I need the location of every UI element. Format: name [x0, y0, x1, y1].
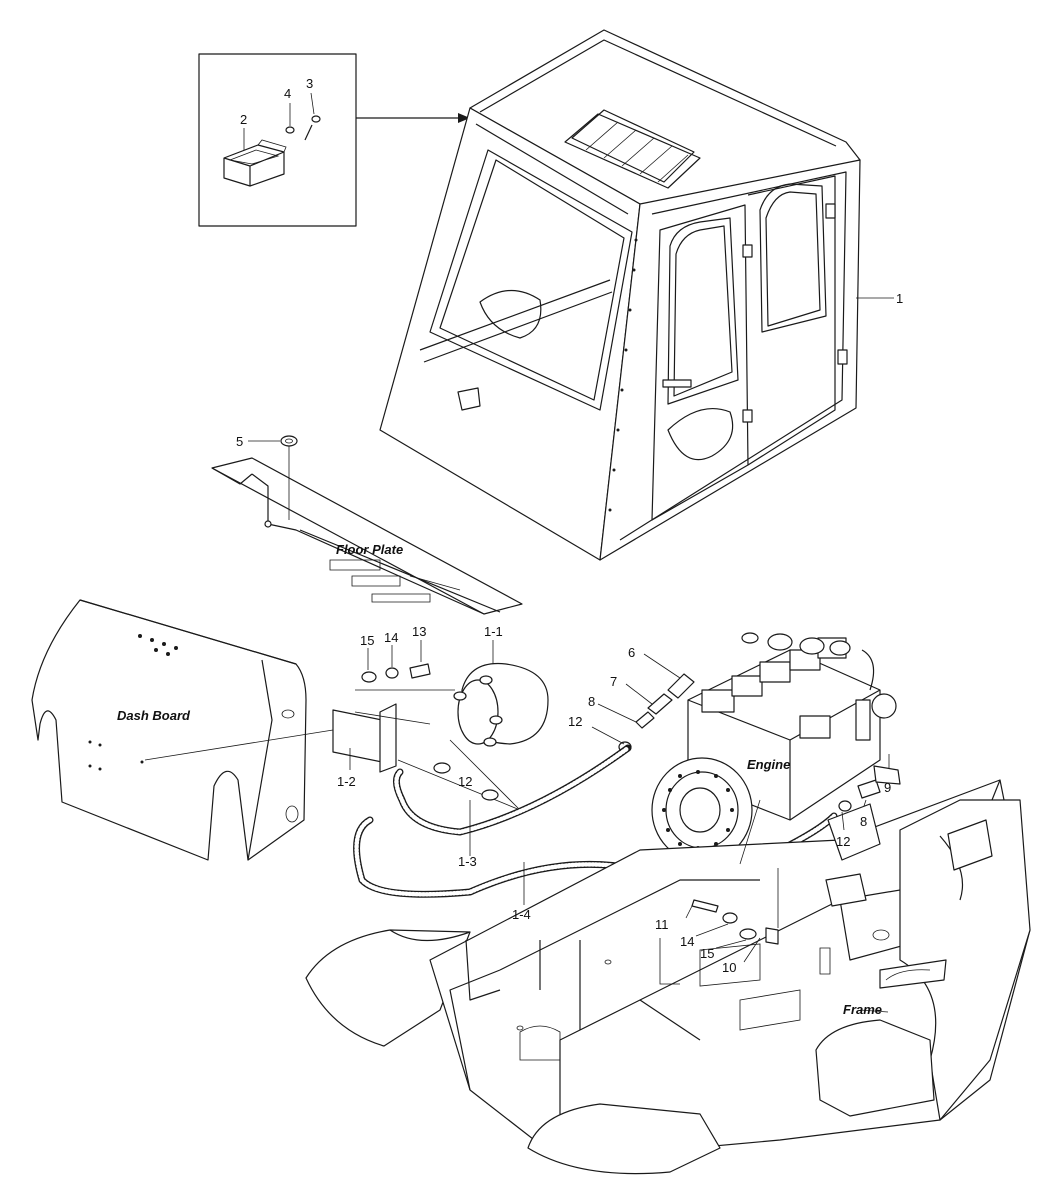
callout-7: 7 — [610, 674, 617, 689]
callout-labels: 1 2 3 4 5 1-1 15 14 13 6 7 8 12 1-2 12 1… — [236, 76, 903, 975]
engine-block — [651, 632, 901, 863]
callout-12-upper: 12 — [568, 714, 582, 729]
hose-clamp — [433, 762, 451, 774]
callout-14-lower: 14 — [680, 934, 694, 949]
roof-rack — [564, 109, 701, 189]
label-frame: Frame — [843, 1002, 882, 1017]
callout-1-4: 1-4 — [512, 907, 531, 922]
inset-arrow — [356, 113, 470, 123]
callout-13: 13 — [412, 624, 426, 639]
callout-15-lower: 15 — [700, 946, 714, 961]
callout-14-upper: 14 — [384, 630, 398, 645]
label-floor-plate: Floor Plate — [336, 542, 403, 557]
hose-fittings — [635, 673, 881, 799]
callout-12-lower: 12 — [836, 834, 850, 849]
fastener-set — [361, 640, 431, 683]
machine-frame — [305, 779, 1031, 1175]
heater-unit — [453, 662, 549, 747]
washer-part — [285, 126, 295, 134]
callout-8-upper: 8 — [588, 694, 595, 709]
detail-inset — [198, 53, 357, 227]
dash-board — [31, 599, 307, 861]
label-dash-board: Dash Board — [117, 708, 191, 723]
hose-clamp — [481, 789, 499, 801]
callout-5: 5 — [236, 434, 243, 449]
area-labels: Floor Plate Dash Board Engine Frame — [117, 542, 882, 1017]
cab-assembly — [379, 29, 861, 561]
hose-clamp — [838, 800, 852, 812]
floor-plate — [211, 457, 523, 615]
rivet-dots — [608, 238, 638, 512]
callout-8-lower: 8 — [860, 814, 867, 829]
label-engine: Engine — [747, 757, 790, 772]
callout-1: 1 — [896, 291, 903, 306]
callout-11: 11 — [655, 917, 669, 932]
callout-10: 10 — [722, 960, 736, 975]
callout-15-upper: 15 — [360, 633, 374, 648]
mounting-bracket — [332, 703, 397, 773]
callout-2: 2 — [240, 112, 247, 127]
callout-6: 6 — [628, 645, 635, 660]
frame-fasteners — [685, 868, 779, 963]
callout-1-2: 1-2 — [337, 774, 356, 789]
seal-part — [248, 435, 298, 520]
callout-3: 3 — [306, 76, 313, 91]
rubber-boot-part — [223, 139, 287, 187]
bolt-part — [304, 115, 321, 141]
callout-9: 9 — [884, 780, 891, 795]
callout-4: 4 — [284, 86, 291, 101]
callout-1-3: 1-3 — [458, 854, 477, 869]
callout-1-1: 1-1 — [484, 624, 503, 639]
callout-12-mid: 12 — [458, 774, 472, 789]
